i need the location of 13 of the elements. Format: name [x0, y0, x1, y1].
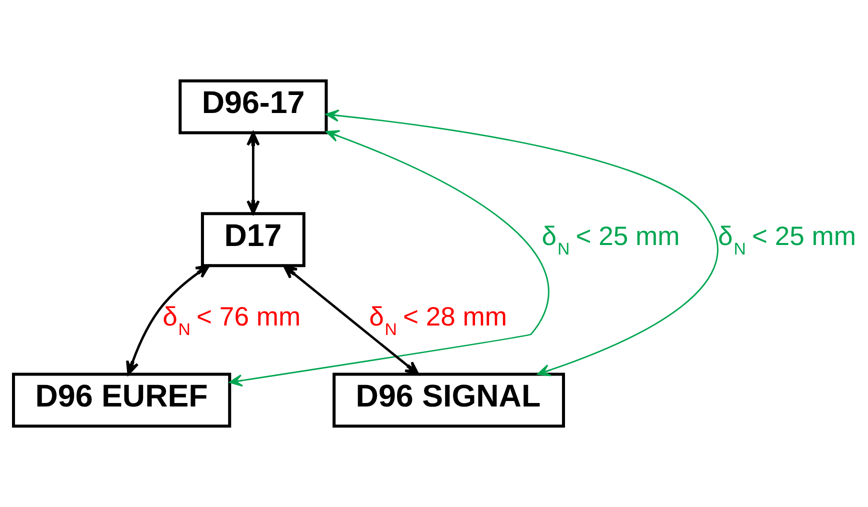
arrow — [246, 132, 260, 214]
arrow — [326, 109, 718, 376]
arrow — [229, 130, 549, 387]
edge-label: δ$_{N}$ < 25 mm — [542, 221, 680, 259]
node-box: D96 SIGNAL — [332, 372, 566, 428]
edge-label: δ$_{N}$ < 25 mm — [718, 221, 856, 259]
node-box: D96-17 — [178, 79, 328, 134]
edge-label: δ$_{N}$ < 76 mm — [162, 301, 301, 339]
node-box: D96 EUREF — [12, 372, 232, 428]
node-box: D17 — [200, 212, 306, 268]
arrow — [126, 264, 210, 376]
edge-label: δ$_{N}$ < 28 mm — [369, 301, 508, 339]
arrow — [282, 264, 420, 376]
